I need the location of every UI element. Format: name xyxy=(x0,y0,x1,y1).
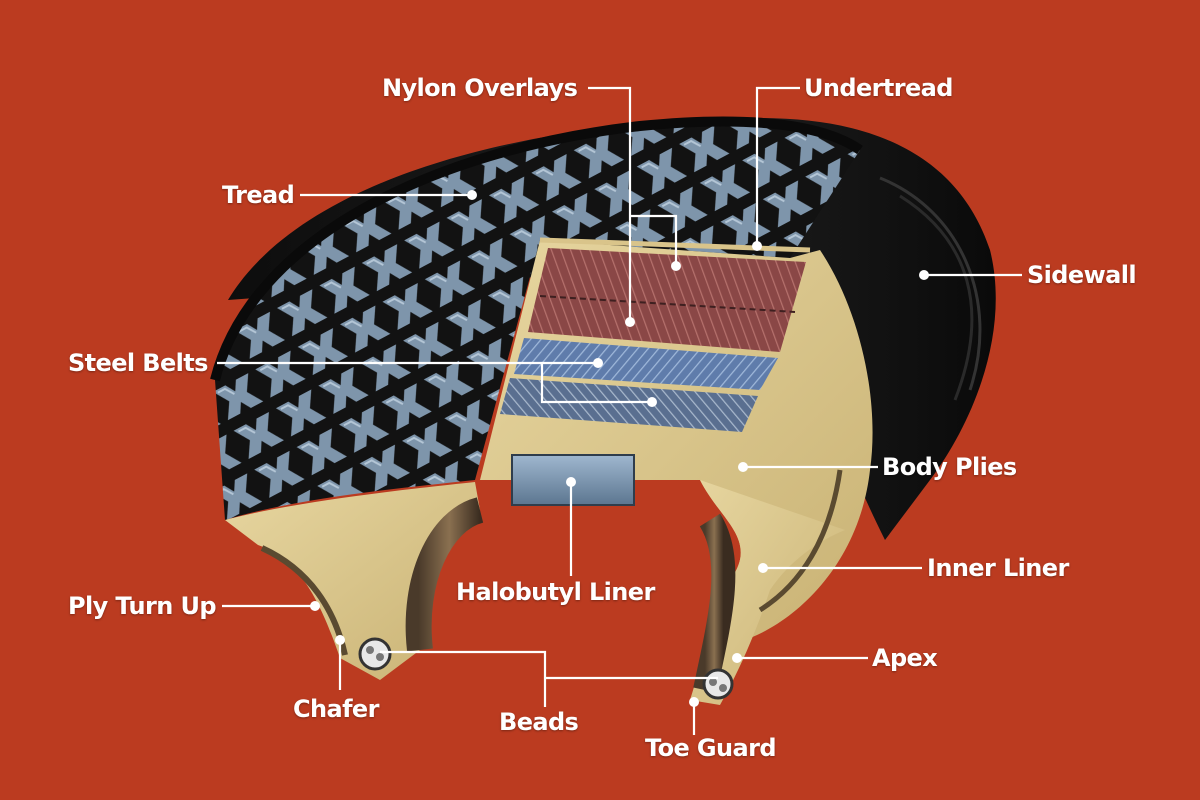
left-bead-wall xyxy=(225,482,480,680)
dot-undertread xyxy=(752,241,762,251)
label-body-plies: Body Plies xyxy=(882,453,1017,481)
left-bead xyxy=(358,637,392,671)
label-toe-guard: Toe Guard xyxy=(645,734,777,762)
dot-apex xyxy=(732,653,742,663)
dot-body-plies xyxy=(738,462,748,472)
dot-halobutyl-liner xyxy=(566,477,576,487)
right-bead xyxy=(702,668,734,700)
leader-nylon-overlays xyxy=(588,86,632,322)
steel-belt-lower xyxy=(500,378,758,432)
dot-tread xyxy=(467,190,477,200)
dot-nylon-overlays-upper xyxy=(671,261,681,271)
leader-nylon-overlays-upper xyxy=(630,214,678,266)
dot-steel-belts xyxy=(593,358,603,368)
dot-inner-liner xyxy=(758,563,768,573)
label-beads: Beads xyxy=(499,708,579,736)
label-apex: Apex xyxy=(872,644,938,672)
label-halobutyl-liner: Halobutyl Liner xyxy=(456,578,655,606)
nylon-overlays-shape xyxy=(528,248,806,352)
label-ply-turn-up: Ply Turn Up xyxy=(68,592,217,620)
label-nylon-overlays: Nylon Overlays xyxy=(382,74,578,102)
label-tread: Tread xyxy=(222,181,295,209)
steel-belt-upper xyxy=(514,338,778,390)
label-sidewall: Sidewall xyxy=(1027,261,1137,289)
label-steel-belts: Steel Belts xyxy=(68,349,208,377)
label-inner-liner: Inner Liner xyxy=(927,554,1069,582)
dot-toe-guard xyxy=(689,697,699,707)
dot-ply-turn-up xyxy=(310,601,320,611)
leader-beads xyxy=(380,650,547,707)
leader-undertread xyxy=(755,86,800,246)
dot-steel-belts-lower xyxy=(647,397,657,407)
leader-steel-belts-lower xyxy=(540,363,652,404)
tread-shape xyxy=(215,121,860,520)
dot-sidewall xyxy=(919,270,929,280)
label-chafer: Chafer xyxy=(293,695,379,723)
dot-chafer xyxy=(335,635,345,645)
right-bead-wall xyxy=(690,480,845,705)
dot-nylon-overlays xyxy=(625,317,635,327)
label-undertread: Undertread xyxy=(804,74,953,102)
